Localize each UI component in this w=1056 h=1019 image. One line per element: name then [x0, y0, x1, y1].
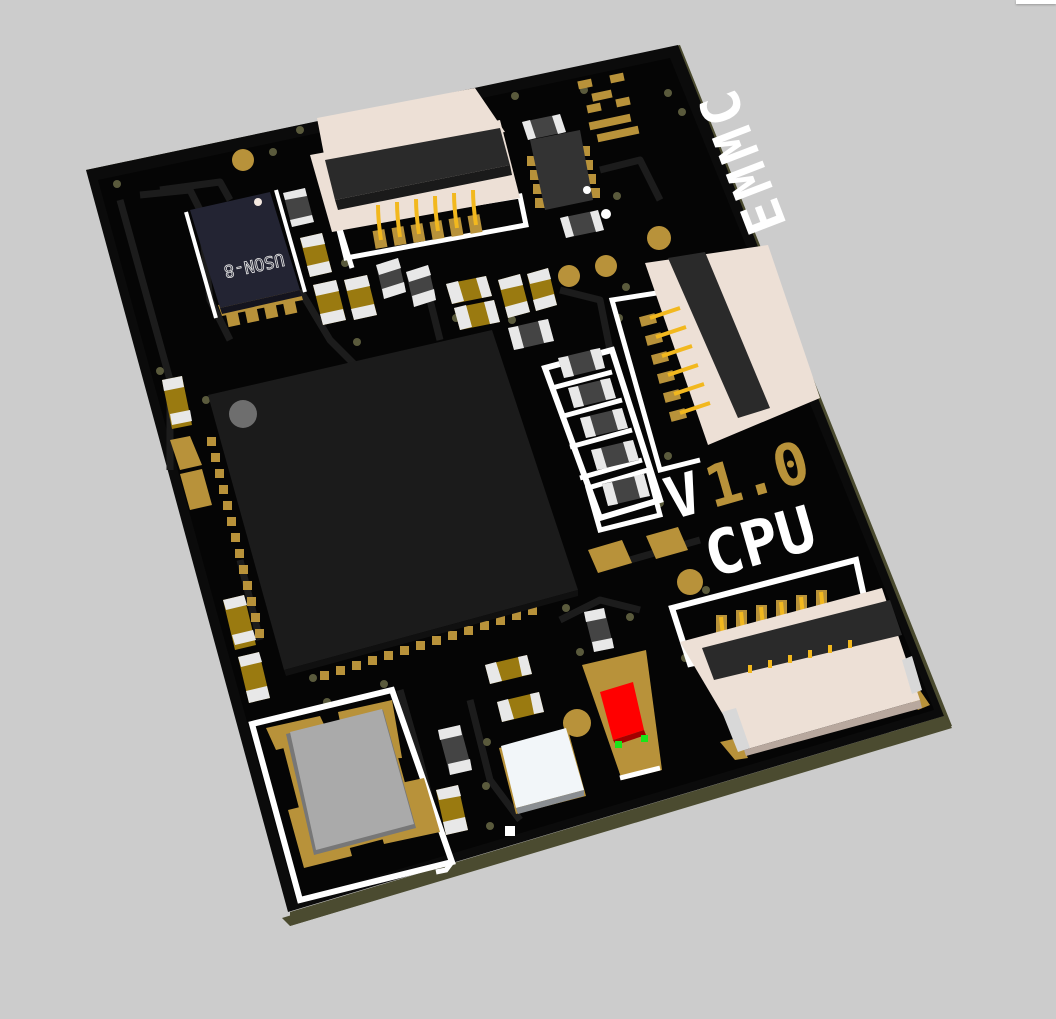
resistor	[438, 725, 472, 775]
silk-marker	[505, 826, 515, 836]
capacitor	[527, 268, 557, 311]
resistor	[568, 378, 616, 408]
capacitor	[344, 275, 377, 320]
resistor	[584, 608, 614, 652]
viewer-overlay-panel	[1016, 0, 1056, 4]
resistor	[406, 265, 436, 307]
capacitor	[300, 233, 332, 277]
test-pads	[232, 149, 703, 737]
capacitor	[454, 300, 500, 330]
smd-pads	[588, 527, 688, 573]
flash-chip: USON-8	[184, 189, 307, 328]
resistor	[522, 114, 566, 140]
resistor	[602, 474, 650, 506]
crystal-oscillator	[248, 686, 456, 904]
status-led	[582, 650, 662, 781]
capacitor	[223, 595, 256, 650]
tactile-button	[499, 728, 586, 814]
resistor	[283, 188, 314, 227]
resistor	[508, 319, 554, 350]
capacitor	[436, 785, 468, 835]
capacitor	[498, 274, 530, 318]
sot-ic	[522, 114, 611, 238]
mcu-chip	[207, 330, 578, 680]
bottom-passives	[436, 608, 614, 836]
capacitor	[313, 280, 346, 325]
fpc-connector-bottom	[668, 556, 930, 760]
resistor	[591, 440, 639, 470]
fpc-connector-top	[310, 88, 529, 269]
resistor-array	[541, 346, 664, 534]
resistor	[560, 210, 604, 238]
capacitor	[485, 655, 532, 684]
resistor	[376, 258, 406, 299]
fpc-connector-right	[608, 245, 820, 474]
resistor	[558, 348, 605, 378]
left-passives	[162, 376, 270, 703]
capacitor	[497, 692, 544, 722]
board-edge-bottom	[290, 716, 952, 926]
resistor	[580, 408, 628, 438]
capacitor	[162, 376, 192, 429]
capacitor	[238, 652, 270, 703]
passives-top	[283, 188, 557, 350]
copper-logo	[577, 72, 640, 143]
capacitor	[446, 276, 492, 304]
